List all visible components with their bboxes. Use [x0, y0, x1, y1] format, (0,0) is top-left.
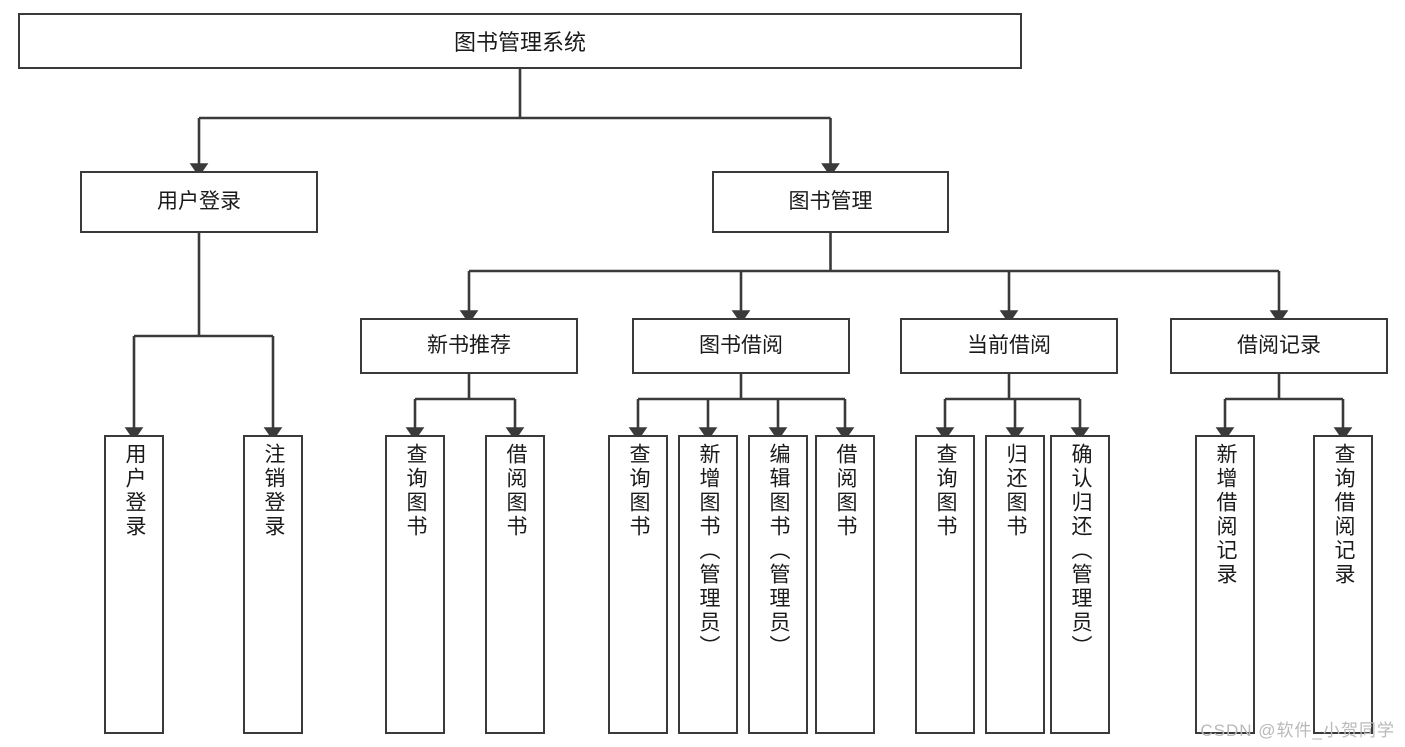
leaf-current-return-book-label: 归还图书 [1004, 443, 1027, 539]
leaf-recommend-query-book-label: 查询图书 [404, 443, 427, 539]
node-root-label: 图书管理系统 [453, 30, 586, 55]
node-user-login[interactable]: 用户登录 [80, 171, 318, 233]
node-current-borrow[interactable]: 当前借阅 [900, 318, 1118, 374]
node-new-book-recommend[interactable]: 新书推荐 [360, 318, 578, 374]
leaf-borrow-borrow-book-label: 借阅图书 [834, 443, 857, 539]
node-new-book-recommend-label: 新书推荐 [427, 334, 511, 358]
node-borrow-record-label: 借阅记录 [1237, 334, 1321, 358]
node-root[interactable]: 图书管理系统 [18, 13, 1022, 69]
leaf-current-confirm-return-label: 确认归还（管理员） [1069, 443, 1092, 659]
leaf-borrow-edit-book[interactable]: 编辑图书（管理员） [748, 435, 808, 734]
leaf-current-return-book[interactable]: 归还图书 [985, 435, 1045, 734]
leaf-current-confirm-return[interactable]: 确认归还（管理员） [1050, 435, 1110, 734]
leaf-borrow-query-book[interactable]: 查询图书 [608, 435, 668, 734]
leaf-borrow-edit-book-label: 编辑图书（管理员） [767, 443, 790, 659]
node-book-management-label: 图书管理 [788, 190, 873, 214]
leaf-recommend-borrow-book-label: 借阅图书 [504, 443, 527, 539]
node-user-login-label: 用户登录 [157, 190, 241, 214]
leaf-user-login-label: 用户登录 [123, 443, 146, 539]
leaf-borrow-query-book-label: 查询图书 [627, 443, 650, 539]
node-current-borrow-label: 当前借阅 [967, 334, 1051, 358]
leaf-recommend-borrow-book[interactable]: 借阅图书 [485, 435, 545, 734]
leaf-record-query-record[interactable]: 查询借阅记录 [1313, 435, 1373, 734]
leaf-borrow-borrow-book[interactable]: 借阅图书 [815, 435, 875, 734]
leaf-current-query-book-label: 查询图书 [934, 443, 957, 539]
leaf-logout-label: 注销登录 [262, 443, 285, 539]
leaf-borrow-add-book-label: 新增图书（管理员） [697, 443, 720, 659]
leaf-record-add-record-label: 新增借阅记录 [1214, 443, 1237, 587]
leaf-logout[interactable]: 注销登录 [243, 435, 303, 734]
leaf-borrow-add-book[interactable]: 新增图书（管理员） [678, 435, 738, 734]
node-book-borrow-label: 图书借阅 [699, 334, 783, 358]
node-borrow-record[interactable]: 借阅记录 [1170, 318, 1388, 374]
leaf-record-add-record[interactable]: 新增借阅记录 [1195, 435, 1255, 734]
leaf-recommend-query-book[interactable]: 查询图书 [385, 435, 445, 734]
node-book-management[interactable]: 图书管理 [712, 171, 949, 233]
leaf-current-query-book[interactable]: 查询图书 [915, 435, 975, 734]
node-book-borrow[interactable]: 图书借阅 [632, 318, 850, 374]
leaf-record-query-record-label: 查询借阅记录 [1332, 443, 1355, 587]
leaf-user-login[interactable]: 用户登录 [104, 435, 164, 734]
